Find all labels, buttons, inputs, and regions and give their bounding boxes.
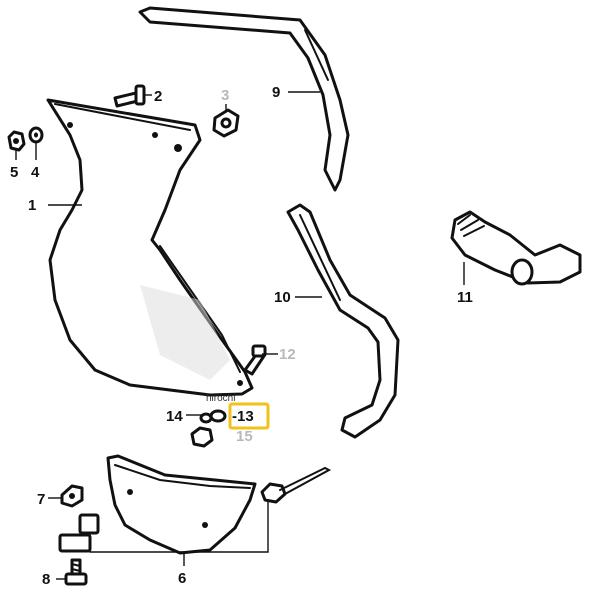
bracket-part-6 [58,454,257,555]
callout-15: 15 [236,428,253,445]
nut-part-3 [212,108,240,138]
leader-lines [15,91,465,580]
callout-7: 7 [37,491,45,508]
clip-part-7 [60,484,84,508]
washer-part-14 [199,412,213,424]
watermark-text: hirochi [206,393,235,404]
grommet-part-11 [450,210,582,286]
bolt-part-2 [113,84,146,108]
callout-14: 14 [166,408,183,425]
callout-10: 10 [274,289,291,306]
screw-part-8 [64,558,88,586]
side-panel-part-1 [46,98,254,397]
callout-2: 2 [154,88,162,105]
nut-part-15 [190,426,214,448]
washer-part-4 [28,126,44,144]
callout-8: 8 [42,571,50,588]
trim-strip-part-10 [286,203,400,439]
callout-6: 6 [178,570,186,587]
callout-13: -13 [232,408,254,425]
screw-part-12 [243,344,267,376]
trim-strip-part-9 [138,6,350,192]
long-bolt-part-6 [260,467,332,504]
callout-9: 9 [272,84,280,101]
callout-11: 11 [457,289,473,306]
callout-4: 4 [31,164,40,181]
callout-1: 1 [28,197,36,214]
callout-3: 3 [221,87,229,104]
washer-part-13 [209,409,227,423]
nut-part-5 [7,130,26,152]
callout-12: 12 [279,346,296,363]
callout-5: 5 [10,164,18,181]
highlight-box-13 [228,402,270,430]
